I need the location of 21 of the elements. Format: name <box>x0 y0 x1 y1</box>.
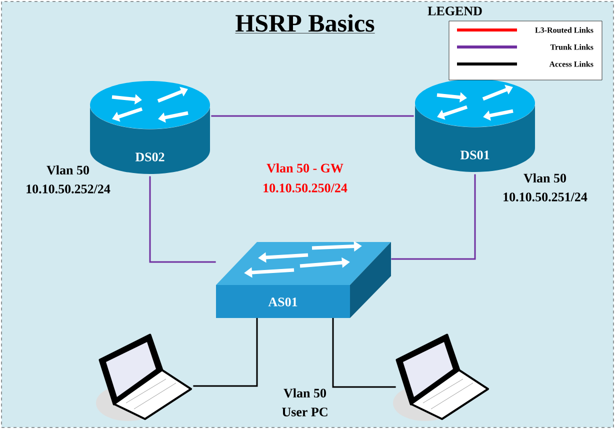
pc-label: Vlan 50 <box>284 388 326 398</box>
legend-text: Trunk Links <box>550 44 594 50</box>
legend-title: LEGEND <box>428 6 482 16</box>
link-line <box>332 318 396 388</box>
link-line <box>211 115 414 117</box>
interface-label: Vlan 50 <box>524 173 566 183</box>
legend-text: Access Links <box>549 61 594 67</box>
legend-text: L3-Routed Links <box>535 27 594 33</box>
pc-label: User PC <box>282 408 328 416</box>
laptop-drawing <box>393 334 489 421</box>
link-line <box>193 318 258 387</box>
link-line <box>149 176 216 263</box>
interface-label: 10.10.50.252/24 <box>26 184 110 194</box>
laptop-drawing <box>96 334 192 421</box>
gateway-label: Vlan 50 - GW <box>266 163 344 173</box>
gateway-label: 10.10.50.250/24 <box>264 184 348 192</box>
device-label: AS01 <box>268 298 298 306</box>
interface-label: 10.10.50.251/24 <box>504 192 588 202</box>
interface-label: Vlan 50 <box>46 165 89 175</box>
link-line <box>391 174 476 260</box>
title: HSRP Basics <box>235 14 375 34</box>
